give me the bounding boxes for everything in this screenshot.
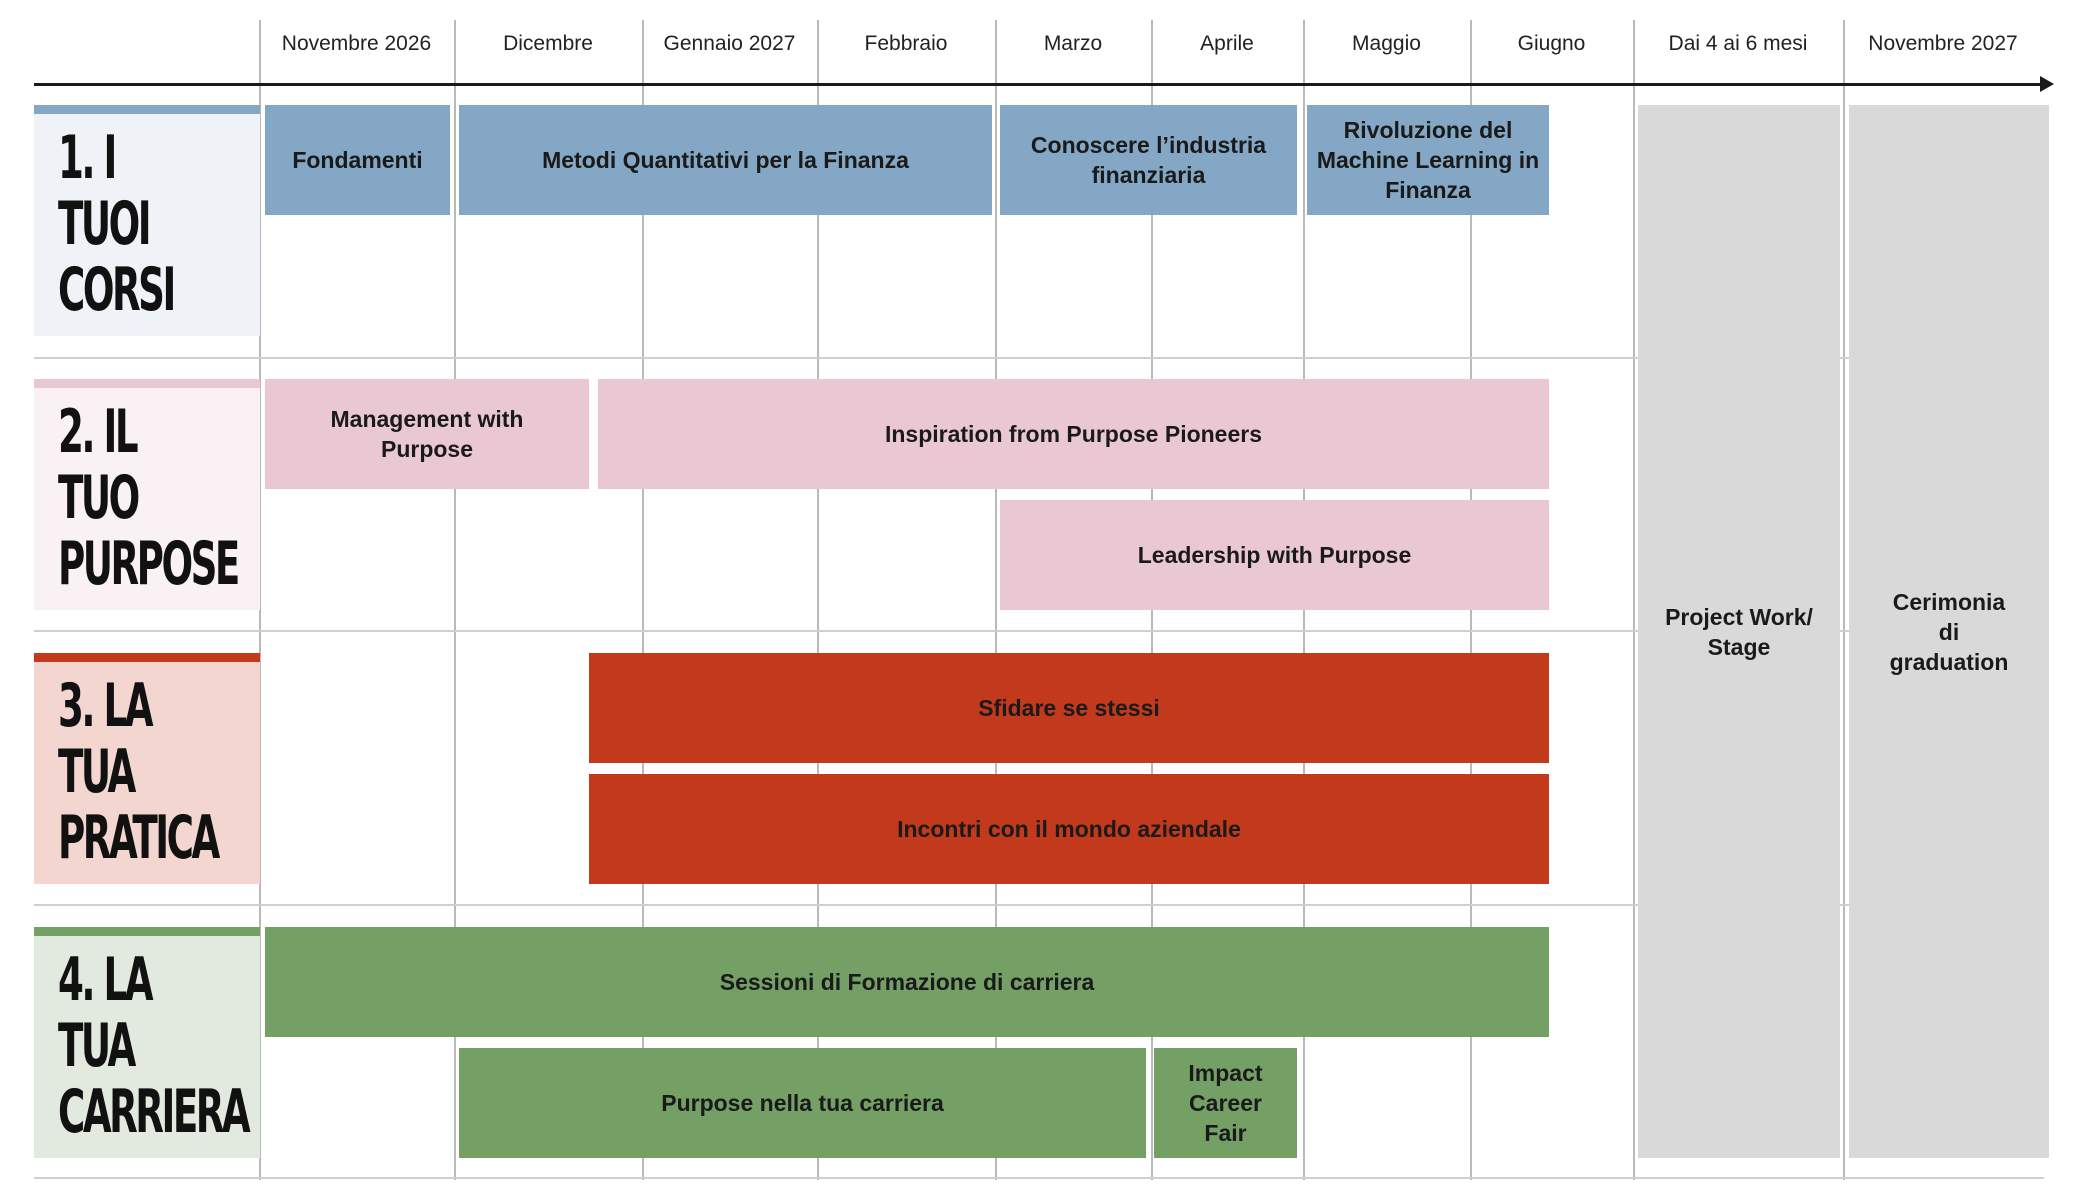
- activity-impact-career-fair: Impact Career Fair: [1154, 1048, 1297, 1158]
- month-label: Giugno: [1517, 32, 1586, 55]
- grid-line: [817, 20, 819, 1180]
- activity-incontri: Incontri con il mondo aziendale: [589, 774, 1549, 884]
- activity-inspiration: Inspiration from Purpose Pioneers: [598, 379, 1549, 489]
- month-label: Dai 4 ai 6 mesi: [1668, 32, 1808, 55]
- section-title: 3. LA TUA PRATICA: [58, 671, 220, 873]
- grid-line: [259, 20, 261, 1180]
- activity-sessioni-formazione: Sessioni di Formazione di carriera: [265, 927, 1549, 1037]
- grid-line: [1633, 20, 1635, 1180]
- activity-leadership: Leadership with Purpose: [1000, 500, 1549, 610]
- activity-metodi-quantitativi: Metodi Quantitativi per la Finanza: [459, 105, 992, 215]
- section-strip: [34, 653, 260, 662]
- activity-project-work: Project Work/ Stage: [1638, 105, 1840, 1158]
- row-separator: [34, 357, 2044, 359]
- month-label: Marzo: [1043, 32, 1103, 55]
- grid-line: [454, 20, 456, 1180]
- section-title: 1. I TUOI CORSI: [58, 123, 176, 325]
- section-practice: 3. LA TUA PRATICA: [34, 653, 260, 884]
- section-career: 4. LA TUA CARRIERA: [34, 927, 260, 1158]
- month-label: Novembre 2026: [281, 32, 432, 55]
- section-courses: 1. I TUOI CORSI: [34, 105, 260, 336]
- month-label: Maggio: [1352, 32, 1421, 55]
- activity-graduation: Cerimonia di graduation: [1849, 105, 2049, 1158]
- activity-purpose-carriera: Purpose nella tua carriera: [459, 1048, 1146, 1158]
- month-label: Aprile: [1200, 32, 1254, 55]
- activity-conoscere-industria: Conoscere l’industria finanziaria: [1000, 105, 1297, 215]
- row-separator: [34, 630, 2044, 632]
- section-title: 4. LA TUA CARRIERA: [58, 945, 251, 1147]
- month-label: Novembre 2027: [1868, 32, 2018, 55]
- month-label: Febbraio: [864, 32, 948, 55]
- grid-line: [642, 20, 644, 1180]
- row-separator: [34, 904, 2044, 906]
- grid-line: [995, 20, 997, 1180]
- month-label: Dicembre: [503, 32, 593, 55]
- month-label: Gennaio 2027: [663, 32, 796, 55]
- arrow-right-icon: [2040, 76, 2054, 92]
- activity-fondamenti: Fondamenti: [265, 105, 450, 215]
- section-strip: [34, 927, 260, 936]
- activity-management-with-purpose: Management with Purpose: [265, 379, 589, 489]
- section-purpose: 2. IL TUO PURPOSE: [34, 379, 260, 610]
- section-strip: [34, 105, 260, 114]
- grid-line: [1843, 20, 1845, 1180]
- section-strip: [34, 379, 260, 388]
- activity-sfidare-se-stessi: Sfidare se stessi: [589, 653, 1549, 763]
- section-title: 2. IL TUO PURPOSE: [58, 397, 240, 599]
- timeline-axis: [34, 83, 2044, 86]
- activity-machine-learning: Rivoluzione del Machine Learning in Fina…: [1307, 105, 1549, 215]
- row-separator: [34, 1177, 2044, 1179]
